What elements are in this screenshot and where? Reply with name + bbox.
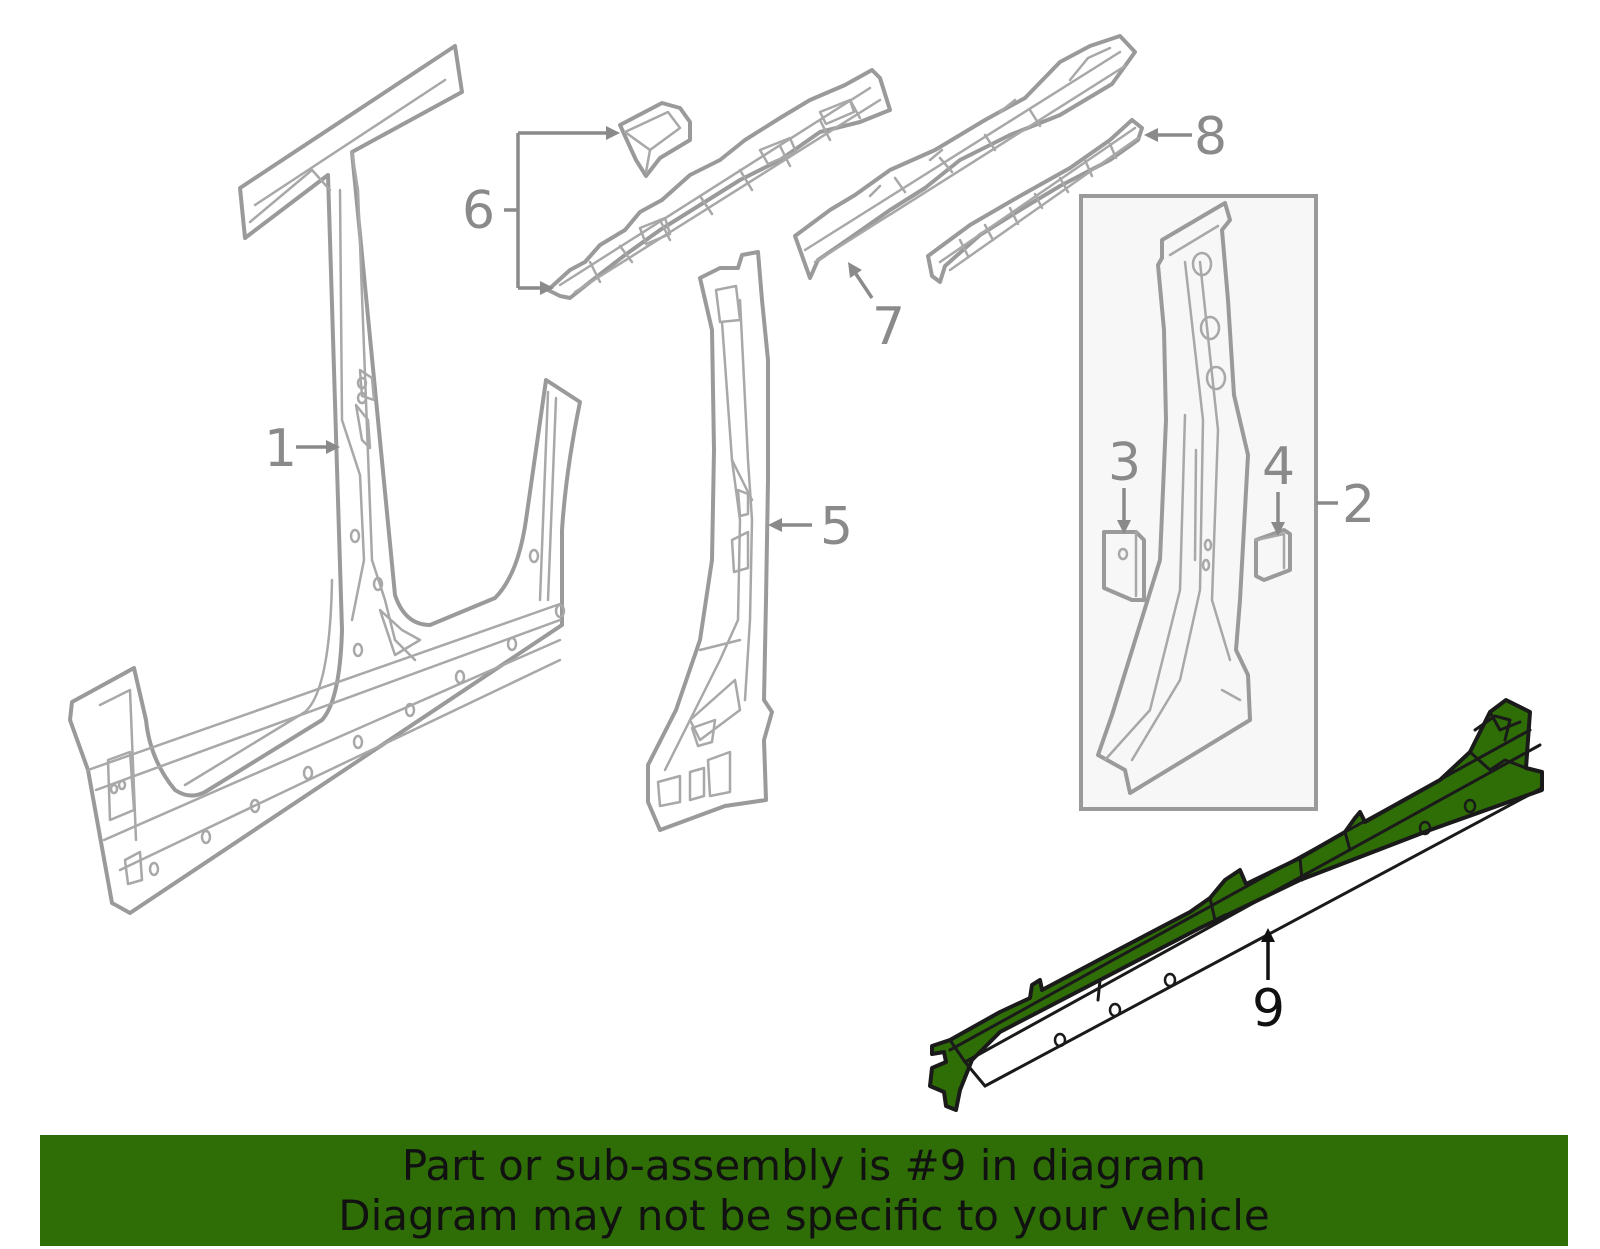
part-8-rail-reinforcement[interactable] xyxy=(926,118,1144,284)
callout-6[interactable]: 6 xyxy=(462,181,495,241)
info-banner: Part or sub-assembly is #9 in diagram Di… xyxy=(40,1135,1568,1246)
part-2-inset-box xyxy=(1079,194,1318,811)
callout-9[interactable]: 9 xyxy=(1252,979,1285,1039)
part-2-b-pillar-reinforcement[interactable] xyxy=(1096,201,1252,795)
callout-5[interactable]: 5 xyxy=(820,497,853,557)
callout-leaders xyxy=(296,126,1338,980)
callout-labels: 1 2 3 4 5 6 7 8 9 xyxy=(264,107,1375,1039)
part-1-side-panel[interactable] xyxy=(68,44,582,915)
banner-line-1: Part or sub-assembly is #9 in diagram xyxy=(401,1140,1207,1190)
callout-7[interactable]: 7 xyxy=(872,297,905,357)
part-6-bracket[interactable] xyxy=(618,101,692,178)
part-4-pad[interactable] xyxy=(1254,528,1292,582)
part-3-patch[interactable] xyxy=(1102,530,1146,602)
part-7-roof-rail[interactable] xyxy=(793,34,1137,280)
banner-line-2: Diagram may not be specific to your vehi… xyxy=(338,1190,1270,1240)
part-9-rocker-panel[interactable] xyxy=(928,698,1544,1112)
part-5-b-pillar-inner[interactable] xyxy=(646,250,774,832)
part-6-rail-reinforcement[interactable] xyxy=(546,68,892,300)
callout-3[interactable]: 3 xyxy=(1108,433,1141,493)
callout-4[interactable]: 4 xyxy=(1262,437,1295,497)
callout-2[interactable]: 2 xyxy=(1342,475,1375,535)
callout-1[interactable]: 1 xyxy=(264,419,297,479)
callout-8[interactable]: 8 xyxy=(1194,107,1227,167)
